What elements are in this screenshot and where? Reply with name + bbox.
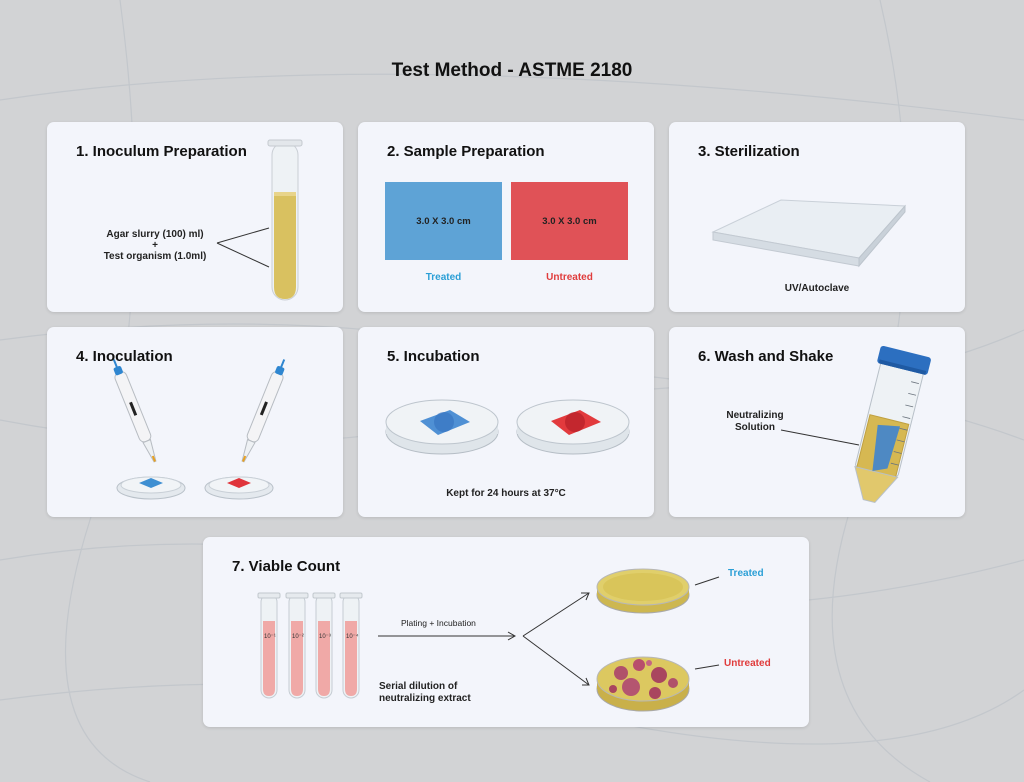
tube-label: 10⁻¹ bbox=[264, 634, 276, 640]
dilution-tubes: 10⁻¹ 10⁻² 10⁻³ 10⁻⁴ bbox=[257, 592, 363, 699]
step-title: 2. Sample Preparation bbox=[387, 143, 545, 160]
step-sterilization-card: 3. Sterilization UV/Autoclave bbox=[669, 122, 965, 312]
step-viable-count-card: 10⁻¹ 10⁻² 10⁻³ 10⁻⁴ bbox=[203, 537, 809, 727]
step-title: 6. Wash and Shake bbox=[698, 348, 834, 365]
test-organism-label: Test organism (1.0ml) bbox=[103, 251, 207, 262]
step-title: 1. Inoculum Preparation bbox=[76, 143, 247, 160]
untreated-result-label: Untreated bbox=[724, 658, 771, 669]
untreated-label: Untreated bbox=[546, 272, 593, 283]
untreated-sample-square: 3.0 X 3.0 cm bbox=[511, 182, 628, 260]
page-title: Test Method - ASTME 2180 bbox=[391, 60, 633, 81]
test-tube-illustration bbox=[216, 139, 303, 301]
treated-plate bbox=[596, 568, 690, 614]
step-inoculation-card: 4. Inoculation bbox=[47, 327, 343, 517]
step-title: 7. Viable Count bbox=[232, 558, 341, 575]
step-sample-preparation-card: 2. Sample Preparation 3.0 X 3.0 cm 3.0 X… bbox=[358, 122, 654, 312]
pipette-illustration bbox=[112, 359, 286, 500]
treated-size-label: 3.0 X 3.0 cm bbox=[416, 215, 471, 227]
agar-slurry-label: Agar slurry (100) ml) bbox=[106, 229, 204, 240]
treated-sample-square: 3.0 X 3.0 cm bbox=[385, 182, 502, 260]
step-inoculum-preparation-card: 1. Inoculum Preparation Agar slurry (100… bbox=[47, 122, 343, 312]
uv-autoclave-caption: UV/Autoclave bbox=[784, 283, 850, 294]
tube-label: 10⁻⁴ bbox=[346, 633, 359, 640]
viable-count-illustration: 10⁻¹ 10⁻² 10⁻³ 10⁻⁴ bbox=[257, 568, 720, 712]
centrifuge-tube-illustration bbox=[780, 345, 931, 504]
untreated-size-label: 3.0 X 3.0 cm bbox=[542, 215, 597, 227]
tube-label: 10⁻³ bbox=[319, 634, 331, 640]
untreated-plate bbox=[596, 656, 690, 712]
solution-label: Solution bbox=[735, 422, 775, 433]
treated-result-label: Treated bbox=[728, 568, 764, 579]
neutralizing-label: Neutralizing bbox=[726, 410, 784, 421]
serial-dilution-label: Serial dilution of bbox=[379, 681, 458, 692]
step-title: 5. Incubation bbox=[387, 348, 480, 365]
plus-sign: + bbox=[152, 240, 158, 251]
treated-label: Treated bbox=[425, 272, 462, 283]
step-title: 4. Inoculation bbox=[76, 348, 173, 365]
neutralizing-extract-label: neutralizing extract bbox=[379, 693, 471, 704]
tube-label: 10⁻² bbox=[292, 634, 304, 640]
step-incubation-card: 5. Incubation Kept for 24 hours at 37°C bbox=[358, 327, 654, 517]
glass-plate-illustration bbox=[711, 199, 907, 268]
step-title: 3. Sterilization bbox=[698, 143, 800, 160]
petri-dish-illustration bbox=[385, 399, 630, 455]
plating-incubation-label: Plating + Incubation bbox=[401, 618, 476, 628]
step-wash-and-shake-card: 6. Wash and Shake Neutralizing Solution bbox=[669, 327, 965, 517]
incubation-caption: Kept for 24 hours at 37°C bbox=[446, 488, 566, 499]
